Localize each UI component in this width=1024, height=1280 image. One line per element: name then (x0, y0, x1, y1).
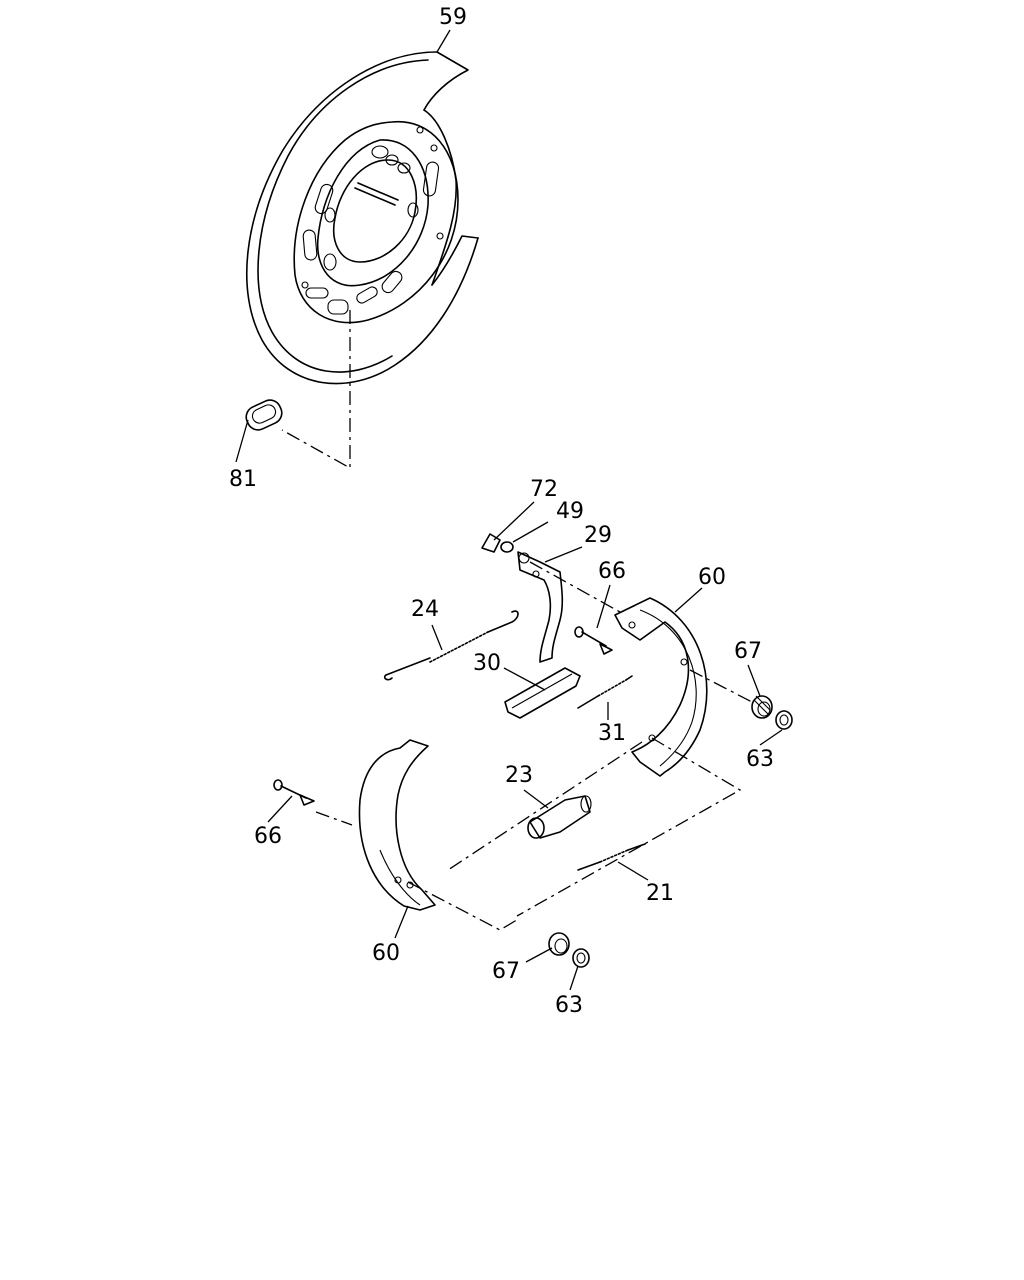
washer-lower (572, 948, 590, 968)
callout-81: 81 (229, 467, 257, 492)
retainer-clip (481, 533, 501, 553)
leader-lines (235, 29, 783, 991)
parking-lever (517, 551, 564, 663)
callout-31: 31 (598, 721, 626, 746)
callout-30: 30 (473, 651, 501, 676)
callout-49: 49 (556, 499, 584, 524)
callout-labels: 59 81 72 49 29 66 60 24 30 67 31 63 23 6… (229, 5, 774, 1018)
callout-60-upper: 60 (698, 565, 726, 590)
spring-cup-lower (548, 932, 570, 956)
callout-60-lower: 60 (372, 941, 400, 966)
brake-shoe-right (614, 597, 708, 777)
brake-shoe-left (358, 739, 436, 911)
callout-24: 24 (411, 597, 439, 622)
spring-24 (383, 610, 519, 681)
callout-67-lower: 67 (492, 959, 520, 984)
callout-23: 23 (505, 763, 533, 788)
washer-49 (500, 541, 514, 553)
spring-cup-right (751, 695, 773, 719)
hold-down-pin-upper (574, 626, 613, 655)
callout-67-right: 67 (734, 639, 762, 664)
callout-66-upper: 66 (598, 559, 626, 584)
spring-31 (577, 675, 633, 709)
callout-66-lower: 66 (254, 824, 282, 849)
backing-plate (245, 51, 479, 385)
callout-72: 72 (530, 477, 558, 502)
spring-21 (577, 843, 646, 871)
hole-plug (245, 399, 283, 431)
hold-down-pin-lower (273, 779, 315, 806)
callout-21: 21 (646, 881, 674, 906)
strut-30 (504, 667, 581, 719)
callout-59: 59 (439, 5, 467, 30)
adjuster-23 (527, 795, 592, 839)
callout-29: 29 (584, 523, 612, 548)
callout-63-lower: 63 (555, 993, 583, 1018)
callout-63-right: 63 (746, 747, 774, 772)
washer-right (775, 710, 793, 730)
